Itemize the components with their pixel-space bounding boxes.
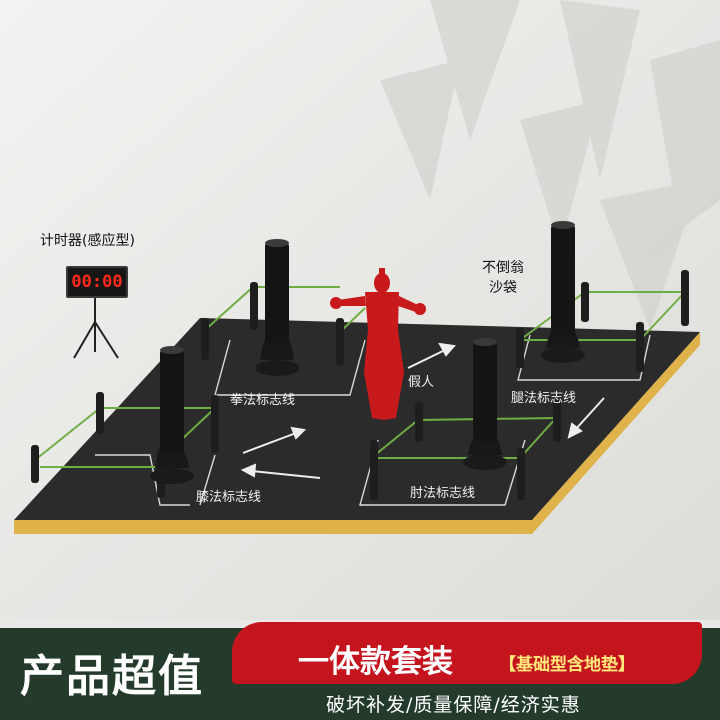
banner-red-panel xyxy=(232,622,702,684)
leaf-shadows xyxy=(380,0,720,330)
training-mat-scene xyxy=(0,0,720,620)
banner-main-text: 产品超值 xyxy=(20,651,204,702)
training-dummy xyxy=(330,268,426,420)
timer-display: 00:00 xyxy=(66,266,128,298)
timer-stand xyxy=(73,296,119,359)
arrows xyxy=(240,342,605,479)
punch-line-label: 拳法标志线 xyxy=(230,393,296,408)
knee-line-label: 膝法标志线 xyxy=(196,490,262,505)
tumbler-label-line1: 不倒翁 xyxy=(482,260,524,276)
tumbler-bag-front-right xyxy=(463,338,507,470)
tumbler-bag-front-left xyxy=(150,346,194,484)
timer-label: 计时器(感应型) xyxy=(40,233,135,249)
banner-subtitle: 破坏补发/质量保障/经济实惠 xyxy=(326,694,581,716)
tumbler-label: 不倒翁 沙袋 xyxy=(482,258,524,298)
ring-back-right xyxy=(516,270,689,372)
mat-surface xyxy=(14,318,700,520)
tumbler-label-line2: 沙袋 xyxy=(489,280,517,296)
ring-back-left xyxy=(201,282,366,366)
tumbler-bag-back-left xyxy=(255,239,299,376)
banner-tag: 【基础型含地垫】 xyxy=(499,655,635,675)
ring-front-right xyxy=(370,400,561,500)
dummy-label: 假人 xyxy=(408,375,435,390)
elbow-line-label: 肘法标志线 xyxy=(410,486,476,501)
banner-title: 一体款套装 xyxy=(298,644,453,680)
tumbler-bag-back-right xyxy=(541,221,585,363)
kick-line-label: 腿法标志线 xyxy=(511,391,577,406)
ring-front-left xyxy=(31,392,219,498)
